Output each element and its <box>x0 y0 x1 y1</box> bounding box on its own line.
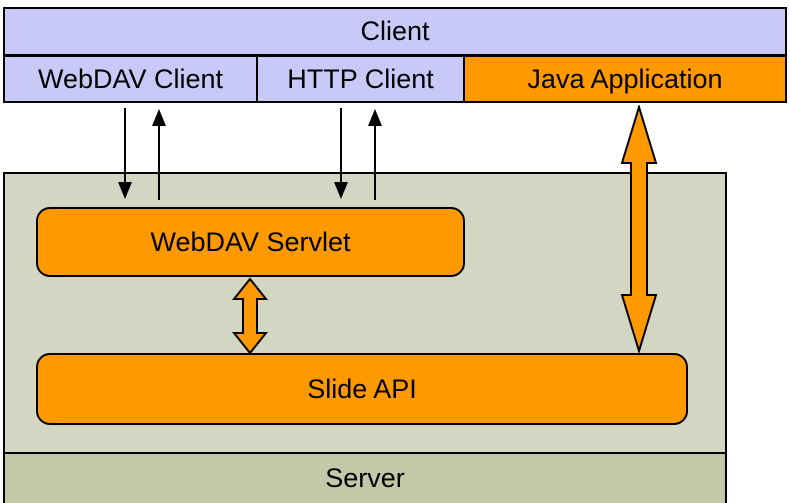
connector-java-app-to-slide-api-arrow <box>617 105 661 353</box>
server-component-webdav-servlet: WebDAV Servlet <box>36 207 465 277</box>
client-component-webdav-client: WebDAV Client <box>3 55 258 103</box>
client-component-http-client: HTTP Client <box>256 55 465 103</box>
client-component-java-application: Java Application <box>463 55 787 103</box>
client-tier-title: Client <box>3 7 787 56</box>
connector-webdav-client-response-arrow <box>146 108 172 200</box>
connector-servlet-to-slide-api-arrow <box>228 277 272 355</box>
connector-webdav-client-request-arrow <box>112 108 138 200</box>
server-component-slide-api: Slide API <box>36 353 688 425</box>
connector-http-client-request-arrow <box>328 108 354 200</box>
server-tier-title: Server <box>3 452 727 503</box>
connector-http-client-response-arrow <box>362 108 388 200</box>
